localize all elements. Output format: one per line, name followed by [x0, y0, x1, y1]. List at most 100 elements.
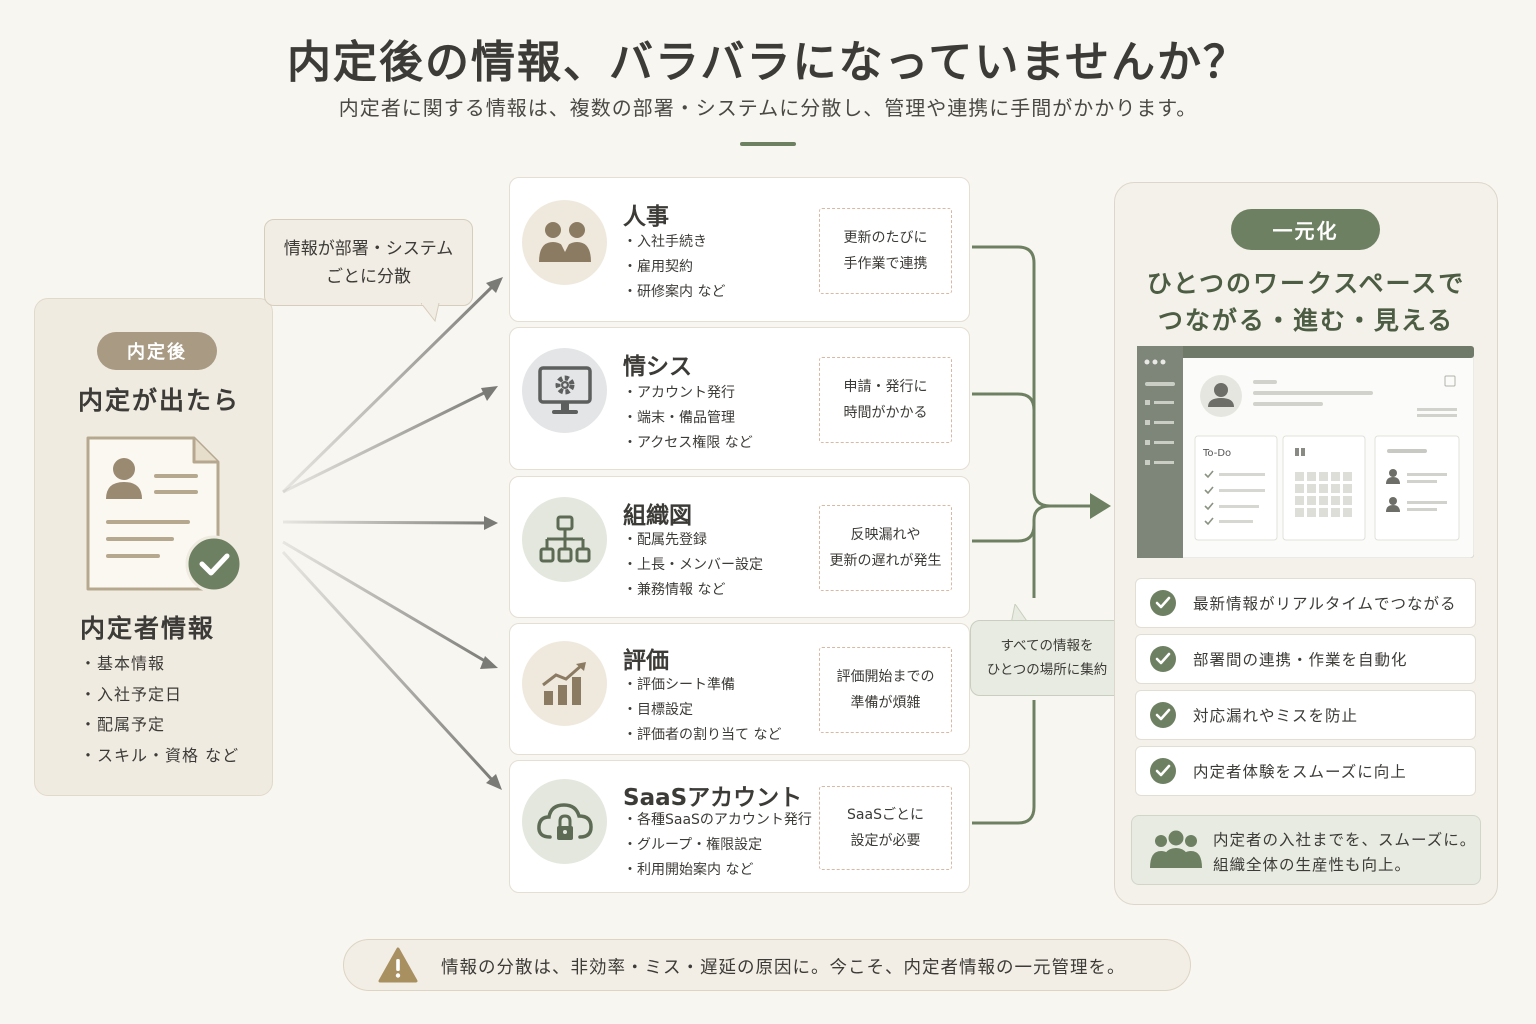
- merge-arrowhead: [1090, 493, 1111, 519]
- check-icon: [1150, 646, 1176, 672]
- list-item: ・上長・メンバー設定: [623, 557, 763, 573]
- callout-tail: [1010, 604, 1030, 624]
- callout-line: 情報が部署・システム: [283, 238, 454, 259]
- people-icon: [522, 200, 607, 285]
- benefit-text: 最新情報がリアルタイムでつながる: [1193, 595, 1457, 613]
- dept-items: ・評価シート準備 ・目標設定 ・評価者の割り当て など: [623, 673, 781, 748]
- dept-items: ・各種SaaSのアカウント発行 ・グループ・権限設定 ・利用開始案内 など: [623, 808, 812, 883]
- summary-box: [1131, 815, 1481, 885]
- list-item: ・評価シート準備: [623, 677, 735, 693]
- list-item: ・配属先登録: [623, 532, 707, 548]
- footer-banner: [343, 939, 1191, 991]
- callout-line: ごとに分散: [326, 266, 411, 287]
- note-line: SaaSごとに: [847, 807, 924, 823]
- benefit-text: 部署間の連携・作業を自動化: [1193, 651, 1408, 669]
- note-line: 時間がかかる: [843, 405, 928, 421]
- distribution-callout: 情報が部署・システム ごとに分散: [264, 219, 473, 306]
- dept-issue-note: 申請・発行に 時間がかかる: [819, 357, 952, 443]
- title-divider: [740, 142, 796, 146]
- document-check-icon: [86, 436, 243, 593]
- note-line: 申請・発行に: [843, 379, 928, 395]
- check-icon: [1150, 702, 1176, 728]
- dept-name: 人事: [623, 204, 669, 230]
- unified-heading: ひとつのワークスペースで: [1146, 269, 1466, 298]
- benefit-text: 内定者体験をスムーズに向上: [1193, 763, 1407, 781]
- growth-chart-icon: [522, 641, 607, 726]
- spread-arrowheads: [480, 277, 503, 790]
- org-chart-icon: [522, 497, 607, 582]
- note-line: 更新のたびに: [843, 230, 928, 246]
- list-item: ・端末・備品管理: [623, 410, 735, 426]
- footer-text: 情報の分散は、非効率・ミス・遅延の原因に。今こそ、内定者情報の一元管理を。: [441, 958, 1126, 978]
- dept-items: ・入社手続き ・雇用契約 ・研修案内 など: [623, 230, 725, 305]
- note-line: 設定が必要: [850, 833, 921, 849]
- list-item: ・グループ・権限設定: [623, 837, 763, 853]
- dept-issue-note: 反映漏れや 更新の遅れが発生: [819, 505, 952, 591]
- dept-name: 組織図: [623, 503, 692, 529]
- dept-card-hr: 人事 ・入社手続き ・雇用契約 ・研修案内 など 更新のたびに 手作業で連携: [509, 177, 970, 322]
- dept-items: ・配属先登録 ・上長・メンバー設定 ・兼務情報 など: [623, 528, 763, 603]
- benefit-text: 対応漏れやミスを防止: [1193, 707, 1359, 725]
- dept-issue-note: SaaSごとに 設定が必要: [819, 786, 952, 870]
- list-item: ・アカウント発行: [623, 385, 735, 401]
- monitor-gear-icon: [522, 348, 607, 433]
- page-subtitle: 内定者に関する情報は、複数の部署・システムに分散し、管理や連携に手間がかかります…: [338, 96, 1198, 120]
- dept-issue-note: 更新のたびに 手作業で連携: [819, 208, 952, 294]
- benefit-item: 内定者体験をスムーズに向上: [1135, 746, 1476, 796]
- dept-card-org: 組織図 ・配属先登録 ・上長・メンバー設定 ・兼務情報 など 反映漏れや 更新の…: [509, 476, 970, 618]
- dept-card-saas: SaaSアカウント ・各種SaaSのアカウント発行 ・グループ・権限設定 ・利用…: [509, 760, 970, 893]
- dept-name: 情シス: [623, 354, 692, 380]
- callout-line: ひとつの場所に集約: [986, 662, 1108, 678]
- benefit-item: 対応漏れやミスを防止: [1135, 690, 1476, 740]
- note-line: 準備が煩雑: [850, 695, 921, 711]
- warning-icon: [378, 947, 418, 983]
- list-item: ・評価者の割り当て など: [623, 727, 782, 743]
- team-icon: [1150, 830, 1202, 868]
- dept-card-it: 情シス ・アカウント発行 ・端末・備品管理 ・アクセス権限 など 申請・発行に …: [509, 327, 970, 470]
- offer-info-list: ・基本情報 ・入社予定日 ・配属予定 ・スキル・資格 など: [80, 652, 239, 774]
- list-item: ・アクセス権限 など: [623, 435, 753, 451]
- workspace-mockup: To-Do: [1136, 345, 1475, 559]
- unified-heading: つながる・進む・見える: [1157, 306, 1455, 335]
- list-item: ・研修案内 など: [623, 284, 726, 300]
- note-line: 評価開始までの: [836, 669, 935, 685]
- list-item: ・目標設定: [623, 702, 693, 718]
- dept-name: SaaSアカウント: [623, 785, 803, 811]
- summary-line: 内定者の入社までを、スムーズに。: [1213, 831, 1477, 849]
- workspace-mockup-graphic: To-Do: [1136, 345, 1475, 559]
- note-line: 更新の遅れが発生: [829, 553, 942, 569]
- spread-arrows: [281, 281, 498, 784]
- list-item: ・配属予定: [80, 715, 166, 734]
- offer-info-heading: 内定者情報: [80, 614, 216, 643]
- unified-badge: 一元化: [1231, 209, 1380, 250]
- note-line: 反映漏れや: [850, 527, 921, 543]
- check-icon: [1150, 758, 1176, 784]
- callout-line: すべての情報を: [1000, 638, 1094, 654]
- dept-items: ・アカウント発行 ・端末・備品管理 ・アクセス権限 など: [623, 381, 753, 456]
- callout-tail: [421, 303, 440, 323]
- list-item: ・各種SaaSのアカウント発行: [623, 812, 812, 828]
- list-item: ・入社予定日: [80, 684, 183, 704]
- offer-heading: 内定が出たら: [77, 386, 240, 415]
- benefit-item: 最新情報がリアルタイムでつながる: [1135, 578, 1476, 628]
- list-item: ・基本情報: [80, 654, 166, 673]
- check-icon: [1150, 590, 1176, 616]
- dept-card-evaluation: 評価 ・評価シート準備 ・目標設定 ・評価者の割り当て など 評価開始までの 準…: [509, 623, 970, 755]
- cloud-lock-icon: [522, 779, 607, 864]
- dept-issue-note: 評価開始までの 準備が煩雑: [819, 647, 952, 733]
- list-item: ・スキル・資格 など: [80, 745, 240, 765]
- aggregation-callout: すべての情報を ひとつの場所に集約: [970, 620, 1124, 696]
- summary-line: 組織全体の生産性も向上。: [1213, 856, 1412, 874]
- offer-badge: 内定後: [97, 332, 217, 370]
- dept-name: 評価: [623, 648, 669, 674]
- todo-label: To-Do: [1202, 448, 1231, 459]
- benefit-item: 部署間の連携・作業を自動化: [1135, 634, 1476, 684]
- list-item: ・雇用契約: [623, 259, 693, 275]
- note-line: 手作業で連携: [843, 256, 928, 272]
- list-item: ・利用開始案内 など: [623, 862, 754, 878]
- list-item: ・兼務情報 など: [623, 582, 726, 598]
- merge-connector: [972, 245, 1094, 825]
- list-item: ・入社手続き: [623, 234, 707, 250]
- page-title: 内定後の情報、バラバラになっていませんか？: [286, 37, 1250, 88]
